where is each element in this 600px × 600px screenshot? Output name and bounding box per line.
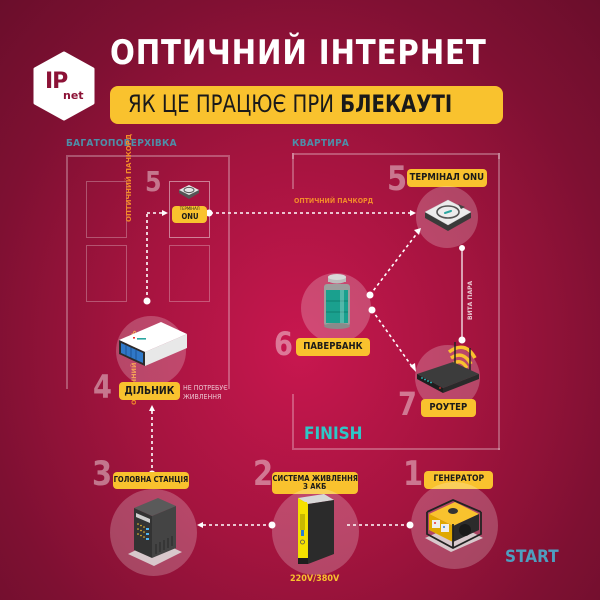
server-rack-icon <box>124 496 184 570</box>
step-number-1: 1 <box>403 454 424 494</box>
tag-powerbank-label: ПАВЕРБАНК <box>303 340 363 352</box>
page-title: ОПТИЧНИЙ ІНТЕРНЕТ <box>110 33 487 73</box>
tag-onu-small-line1: ТЕРМІНАЛ <box>179 206 200 212</box>
logo-ip: IP <box>45 69 68 94</box>
page-subtitle: ЯК ЦЕ ПРАЦЮЄ ПРИ БЛЕКАУТІ <box>128 90 452 118</box>
label-optical-patchcord-vertical: ОПТИЧНИЙ ПАЧКОРД <box>125 133 133 222</box>
tag-splitter-label: ДІЛЬНИК <box>124 384 175 398</box>
splitter-note: НЕ ПОТРЕБУЄ ЖИВЛЕННЯ <box>183 384 228 403</box>
step-number-5-apartment: 5 <box>387 159 408 199</box>
tag-generator-label: ГЕНЕРАТОР <box>433 474 484 485</box>
tag-head-station-label: ГОЛОВНА СТАНЦІЯ <box>113 475 189 485</box>
router-icon <box>415 330 485 404</box>
tag-generator: ГЕНЕРАТОР <box>424 471 493 489</box>
finish-marker: FINISH <box>304 424 363 444</box>
splitter-icon <box>117 316 189 380</box>
power-system-icon <box>288 494 344 570</box>
subtitle-banner <box>110 86 503 124</box>
subtitle-regular: ЯК ЦЕ ПРАЦЮЄ ПРИ <box>128 90 341 118</box>
tag-powerbank: ПАВЕРБАНК <box>296 338 370 356</box>
tag-onu-label: ТЕРМІНАЛ ONU <box>409 171 485 183</box>
step-number-5-building: 5 <box>145 165 162 198</box>
splitter-note-line1: НЕ ПОТРЕБУЄ <box>183 384 228 392</box>
zone-label-apartment: КВАРТИРА <box>292 138 350 149</box>
apartment-outline-right <box>498 153 500 450</box>
zone-label-building: БАГАТОПОВЕРХІВКА <box>66 138 177 149</box>
tag-power-system: СИСТЕМА ЖИВЛЕННЯ З АКБ <box>272 472 358 494</box>
building-window <box>169 245 210 302</box>
tag-router-label: РОУТЕР <box>429 401 468 413</box>
subtitle-bold: БЛЕКАУТІ <box>340 90 453 118</box>
onu-terminal-icon <box>176 184 202 204</box>
start-marker: START <box>505 547 559 567</box>
tag-onu: ТЕРМІНАЛ ONU <box>407 169 487 187</box>
tag-onu-small-line2: ONU <box>181 211 198 221</box>
voltage-label: 220V/380V <box>290 574 340 584</box>
building-window-onu <box>169 181 210 238</box>
tag-onu-small: ТЕРМІНАЛ ONU <box>172 206 207 223</box>
apartment-outline-bottom <box>292 394 500 450</box>
building-outline <box>66 155 230 389</box>
onu-terminal-icon <box>421 196 475 240</box>
label-optical-patchcord-horizontal: ОПТИЧНИЙ ПАЧКОРД <box>294 197 374 205</box>
step-number-6: 6 <box>274 325 293 363</box>
tag-router: РОУТЕР <box>421 399 476 417</box>
generator-icon <box>423 494 485 560</box>
label-twisted-pair: ВИТА ПАРА <box>467 280 474 320</box>
apartment-outline-left-top <box>292 153 294 189</box>
tag-power-system-line1: СИСТЕМА ЖИВЛЕННЯ <box>272 473 358 483</box>
building-window <box>86 181 127 238</box>
tag-power-system-line2: З АКБ <box>303 482 327 491</box>
powerbank-icon <box>323 274 351 334</box>
step-number-4: 4 <box>93 368 112 406</box>
step-number-7: 7 <box>398 385 417 423</box>
apartment-outline-top <box>292 153 500 159</box>
step-number-2: 2 <box>253 454 274 494</box>
logo-net: net <box>63 89 84 102</box>
step-number-3: 3 <box>92 454 113 494</box>
tag-splitter: ДІЛЬНИК <box>119 382 180 400</box>
splitter-note-line2: ЖИВЛЕННЯ <box>183 393 222 402</box>
tag-head-station: ГОЛОВНА СТАНЦІЯ <box>113 472 189 489</box>
ipnet-logo: IP net <box>33 51 95 121</box>
building-window <box>86 245 127 302</box>
